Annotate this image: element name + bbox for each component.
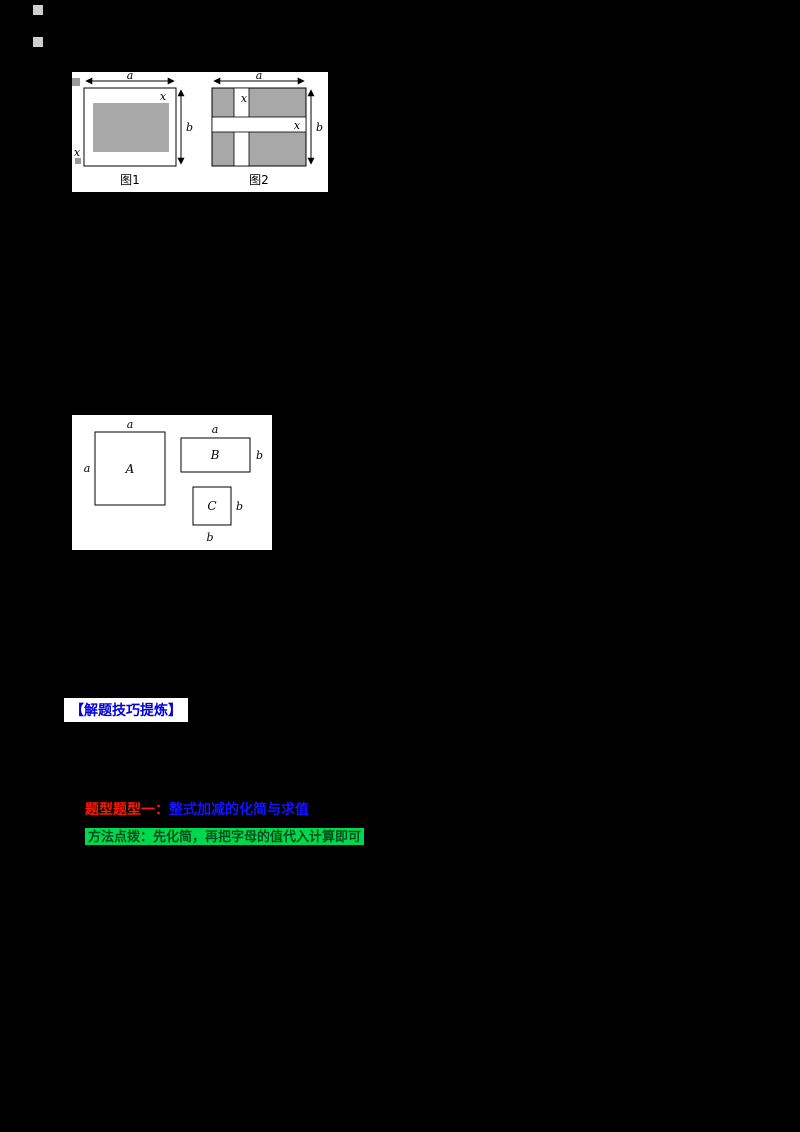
note-text: 方法点拨：先化简，再把字母的值代入计算即可 [85,828,365,845]
figure-xy-svg: a b x x 图1 a b x x 图2 [72,72,323,187]
corner-artifact [75,158,81,164]
fig2-width-label: a [256,72,263,82]
scan-artifact-square [33,37,43,47]
rect-B-label: B [210,448,220,462]
technique-heading: 【解题技巧提炼】 [64,698,188,722]
rect-A [94,431,166,506]
figure-abc-svg: A a a B a b C b b [84,418,263,544]
rect-C-group: C b b [192,486,243,544]
rect-B-right-label: b [256,449,263,462]
fig1-margin-label-top: x [160,90,167,103]
fig2: a b x x 图2 [211,72,323,187]
figure-panel-xy: a b x x 图1 a b x x 图2 [72,72,328,192]
rect-C-bottom-label: b [206,531,213,544]
fig1: a b x x 图1 [72,72,193,187]
note-line: 方法点拨：先化简，再把字母的值代入计算即可 [85,826,365,845]
rect-A-group: A a a [84,418,166,506]
corner-artifact [72,78,80,86]
fig1-caption: 图1 [120,173,140,187]
fig2-strip-label-vertical: x [241,92,248,105]
rect-C-right-label: b [236,500,243,513]
rect-A-label: A [125,462,135,476]
fig1-margin-label-bottom: x [74,146,81,159]
figure-panel-abc: A a a B a b C b b [72,415,272,550]
rect-B-group: B a b [180,423,263,473]
rect-B [180,437,251,473]
rect-C [192,486,232,526]
topic-line: 题型题型一：整式加减的化简与求值 [85,799,309,819]
topic-label-blue: 整式加减的化简与求值 [169,801,309,817]
fig2-caption: 图2 [249,173,269,187]
fig1-width-label: a [127,72,134,82]
scan-artifact-square [33,5,43,15]
rect-B-top-label: a [212,423,219,436]
fig2-height-label: b [316,121,323,134]
fig2-horizontal-white-strip [211,116,307,133]
fig1-inner-gray-rect [93,103,169,152]
topic-label-red: 题型题型一： [85,801,169,817]
rect-A-left-label: a [84,462,91,475]
fig1-height-label: b [186,121,193,134]
fig2-strip-label-horizontal: x [294,119,301,132]
rect-C-label: C [207,499,216,513]
rect-A-top-label: a [127,418,134,431]
